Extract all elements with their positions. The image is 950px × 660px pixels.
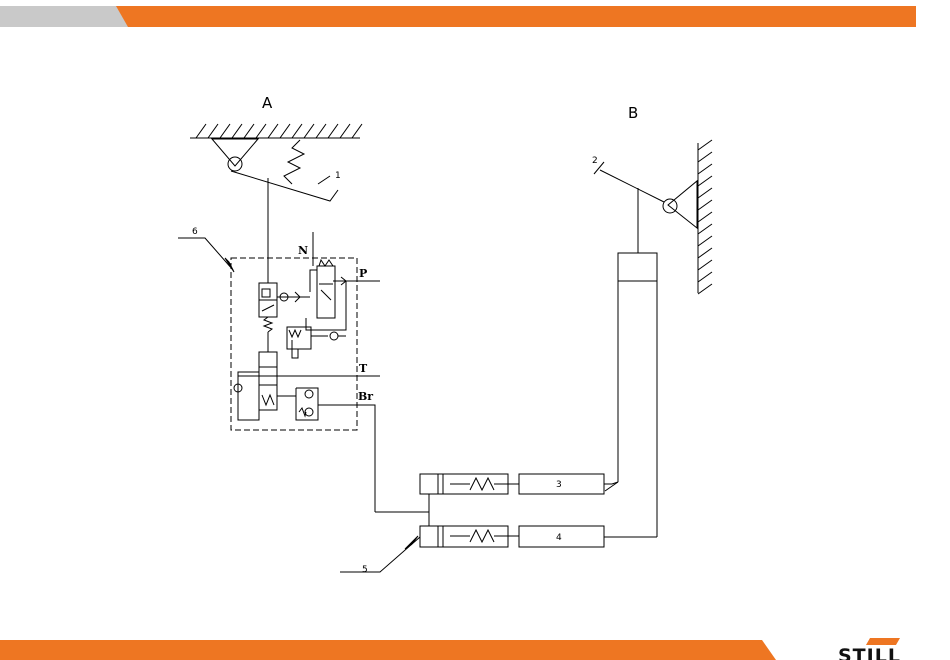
pilot-valve-spring — [289, 330, 301, 337]
callout-5: 5 — [362, 565, 368, 575]
pedal-b-lever — [600, 170, 664, 202]
callout-1-leader — [318, 176, 330, 184]
brake-valve-block — [231, 232, 380, 512]
br-check-upper-icon — [305, 390, 313, 398]
callout-4: 4 — [556, 533, 562, 543]
callout-2: 2 — [592, 156, 598, 166]
pedal-pivot-bracket — [212, 139, 258, 166]
br-supply-line — [375, 494, 429, 512]
still-logo: STILL — [832, 638, 922, 660]
pedal-b-cylinder — [618, 253, 657, 281]
valve-block-outline — [231, 258, 357, 430]
logo-mark-icon — [866, 638, 900, 645]
pedal-assembly-b — [594, 140, 712, 537]
pedal-pivot-icon — [228, 157, 242, 171]
callout-5-arrowhead — [405, 536, 418, 549]
callout-5-leader — [340, 537, 420, 572]
header-grey-segment — [0, 6, 132, 27]
port-t-label: T — [359, 362, 368, 375]
pedal-b-bracket — [668, 181, 697, 228]
callout-6-arrowhead — [225, 258, 234, 272]
header-band — [0, 6, 916, 27]
return-loop — [238, 372, 259, 420]
main-spool-spring — [264, 317, 272, 332]
pilot-check-icon — [330, 332, 338, 340]
brake-cylinder-lower — [420, 526, 657, 547]
port-br-label: Br — [358, 390, 373, 403]
br-check-lower-icon — [305, 408, 313, 416]
pedal-return-spring — [284, 140, 304, 184]
panel-b-label: B — [628, 104, 638, 122]
callout-3: 3 — [556, 480, 562, 490]
port-p-label: P — [359, 267, 367, 280]
brake-cylinder-upper — [420, 474, 618, 494]
ceiling-hatch — [196, 124, 362, 138]
callout-6-leader — [178, 238, 233, 270]
panel-a-label: A — [262, 94, 273, 112]
header-orange-segment — [116, 6, 916, 27]
reducing-valve — [317, 266, 335, 318]
logo-text: STILL — [838, 646, 901, 660]
footer-orange-band — [0, 640, 776, 660]
port-n-label: N — [298, 244, 308, 257]
callout-1: 1 — [335, 171, 341, 181]
reducing-valve-spring — [319, 260, 333, 266]
callout-6: 6 — [192, 227, 198, 237]
pedal-assembly-a — [190, 124, 362, 283]
port-br-line — [318, 405, 375, 512]
wall-hatch — [698, 140, 712, 294]
